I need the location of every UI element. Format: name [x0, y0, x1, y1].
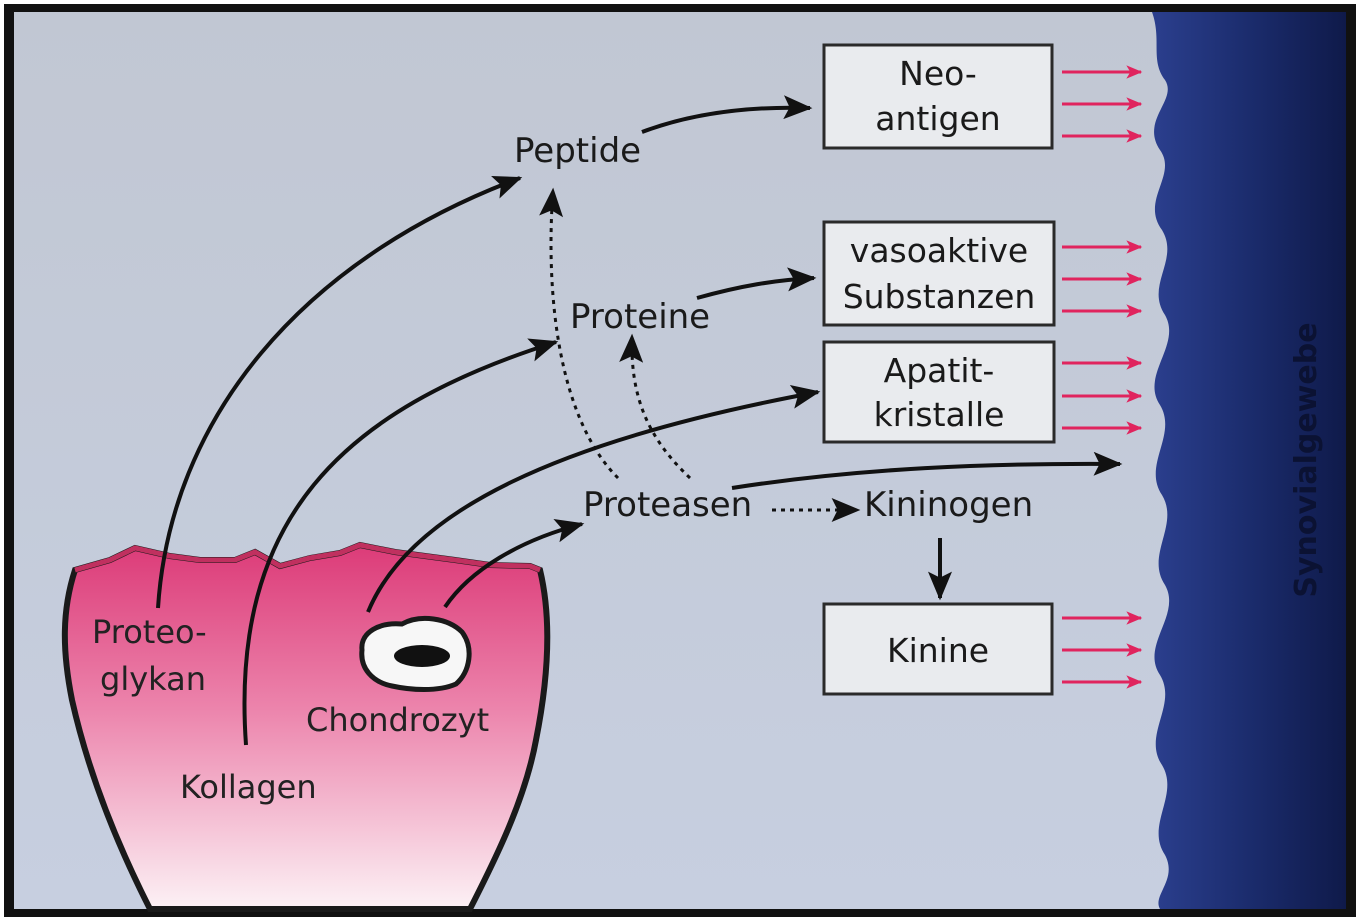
apatit-label-line1: Apatit-: [884, 351, 995, 390]
apatitkristalle-box: Apatit- kristalle: [824, 342, 1054, 442]
peptide-label: Peptide: [514, 131, 641, 171]
kollagen-label: Kollagen: [180, 768, 317, 806]
neoantigen-label-line1: Neo-: [899, 54, 977, 93]
proteoglykan-label-line1: Proteo-: [92, 613, 207, 651]
proteasen-label: Proteasen: [583, 485, 752, 525]
neoantigen-box: Neo- antigen: [824, 45, 1052, 148]
chondrocyte-nucleus: [394, 645, 450, 667]
neoantigen-label-line2: antigen: [875, 99, 1000, 138]
vasoaktive-substanzen-box: vasoaktive Substanzen: [824, 222, 1054, 325]
vasoaktive-label-line1: vasoaktive: [850, 231, 1028, 270]
proteoglykan-label-line2: glykan: [100, 660, 206, 698]
kinine-box: Kinine: [824, 604, 1052, 694]
synovialgewebe-label: Synovialgewebe: [1289, 322, 1324, 597]
kinine-label: Kinine: [887, 631, 989, 670]
vasoaktive-label-line2: Substanzen: [843, 277, 1036, 316]
kininogen-label: Kininogen: [864, 485, 1033, 525]
apatit-label-line2: kristalle: [874, 395, 1005, 434]
proteine-label: Proteine: [570, 297, 710, 337]
chondrozyt-label: Chondrozyt: [306, 701, 489, 739]
